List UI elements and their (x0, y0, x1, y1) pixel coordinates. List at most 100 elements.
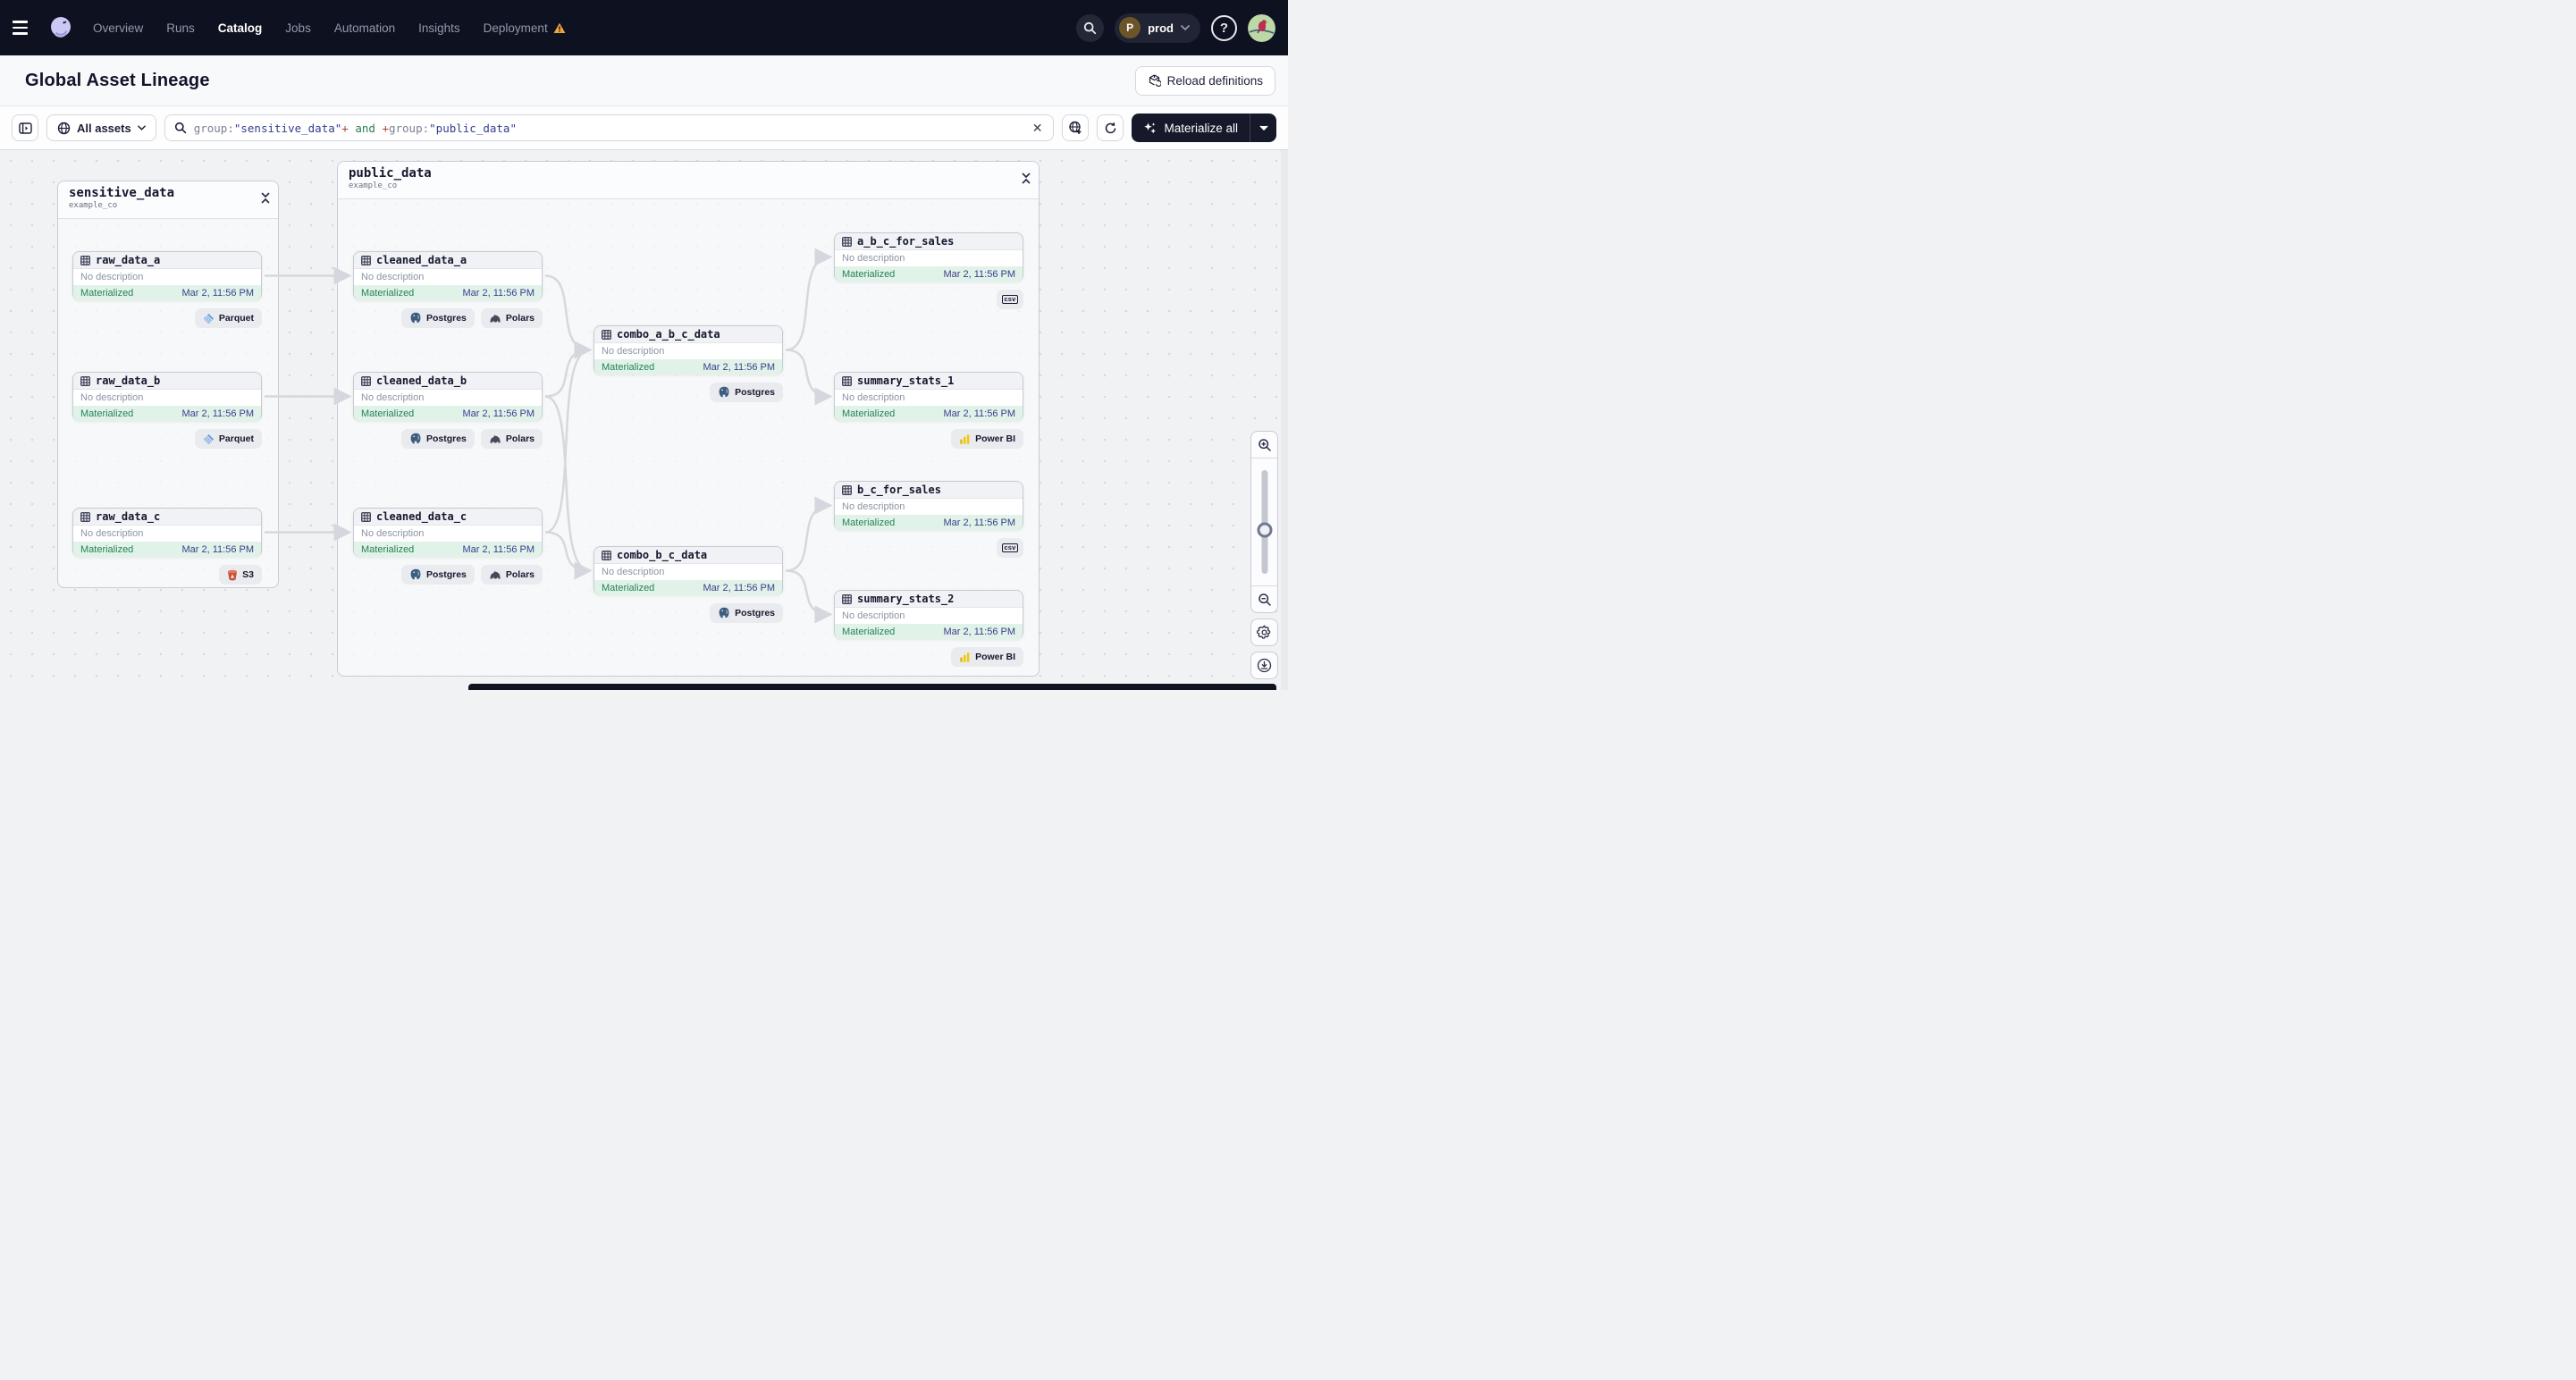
asset-timestamp[interactable]: Mar 2, 11:56 PM (943, 408, 1016, 419)
asset-timestamp[interactable]: Mar 2, 11:56 PM (462, 287, 535, 299)
asset-description: No description (842, 501, 905, 512)
materialize-all-button[interactable]: Materialize all (1132, 122, 1250, 135)
group-subtitle: example_co (349, 181, 398, 190)
group-title: public_data (349, 166, 432, 181)
zoom-slider[interactable] (1251, 459, 1277, 585)
asset-timestamp[interactable]: Mar 2, 11:56 PM (462, 543, 535, 555)
nav-item-deployment[interactable]: Deployment (484, 21, 566, 35)
nav-item-jobs[interactable]: Jobs (285, 21, 311, 35)
asset-timestamp[interactable]: Mar 2, 11:56 PM (943, 517, 1016, 528)
clear-search-icon[interactable]: ✕ (1031, 120, 1043, 135)
toggle-sidebar-button[interactable] (12, 114, 38, 141)
asset-description: No description (842, 610, 905, 621)
asset-name-row: cleaned_data_b (354, 373, 542, 390)
asset-timestamp[interactable]: Mar 2, 11:56 PM (462, 408, 535, 419)
asset-node-b_c_for_sales[interactable]: b_c_for_sales No description Materialize… (834, 481, 1023, 530)
search-icon (174, 122, 186, 134)
asset-node-a_b_c_for_sales[interactable]: a_b_c_for_sales No description Materiali… (834, 232, 1023, 282)
asset-name-row: raw_data_a (73, 252, 261, 269)
asset-timestamp[interactable]: Mar 2, 11:56 PM (181, 287, 255, 299)
download-graph-button[interactable] (1250, 652, 1278, 679)
asset-search-input[interactable]: group:"sensitive_data"+ and +group:"publ… (164, 114, 1055, 141)
asset-timestamp[interactable]: Mar 2, 11:56 PM (703, 582, 776, 593)
nav-item-automation[interactable]: Automation (333, 21, 396, 35)
badge-s3: S3 (219, 565, 262, 585)
badge-label: Polars (505, 433, 535, 444)
collapse-group-button[interactable] (1022, 172, 1031, 189)
asset-status: Materialized (842, 268, 896, 280)
user-avatar[interactable] (1248, 13, 1275, 42)
help-icon[interactable]: ? (1211, 14, 1237, 41)
materialize-all-label: Materialize all (1164, 121, 1238, 135)
vertical-scrollbar[interactable] (1281, 150, 1288, 690)
badge-label: Postgres (735, 387, 775, 398)
asset-timestamp[interactable]: Mar 2, 11:56 PM (181, 408, 255, 419)
bottom-drawer-edge[interactable] (468, 684, 1276, 690)
nav-item-overview[interactable]: Overview (93, 21, 144, 35)
asset-node-summary_stats_1[interactable]: summary_stats_1 No description Materiali… (834, 372, 1023, 421)
postgres-icon (719, 386, 729, 398)
asset-status-row: Materialized Mar 2, 11:56 PM (354, 406, 542, 421)
asset-status-row: Materialized Mar 2, 11:56 PM (835, 515, 1023, 530)
asset-badges-raw_data_a: Parquet (72, 308, 262, 328)
asset-name-row: combo_b_c_data (594, 547, 782, 564)
group-header[interactable]: sensitive_data example_co (58, 181, 278, 219)
asset-status-row: Materialized Mar 2, 11:56 PM (354, 542, 542, 557)
globe-icon (57, 122, 71, 134)
asset-timestamp[interactable]: Mar 2, 11:56 PM (703, 361, 776, 373)
badge-label: Power BI (975, 433, 1015, 444)
asset-node-combo_b_c_data[interactable]: combo_b_c_data No description Materializ… (593, 546, 783, 595)
asset-timestamp[interactable]: Mar 2, 11:56 PM (943, 626, 1016, 637)
table-icon (361, 375, 371, 386)
asset-name-row: summary_stats_1 (835, 373, 1023, 390)
asset-node-summary_stats_2[interactable]: summary_stats_2 No description Materiali… (834, 590, 1023, 639)
asset-status: Materialized (602, 361, 655, 373)
polars-icon (490, 435, 501, 443)
hamburger-menu-icon[interactable] (13, 14, 39, 41)
top-navigation-bar: Overview Runs Catalog Jobs Automation Insight… (0, 0, 1288, 55)
asset-name-row: a_b_c_for_sales (835, 233, 1023, 250)
deployment-switcher[interactable]: P prod (1115, 13, 1200, 43)
asset-name: summary_stats_2 (857, 593, 955, 605)
asset-status-row: Materialized Mar 2, 11:56 PM (594, 359, 782, 374)
asset-timestamp[interactable]: Mar 2, 11:56 PM (943, 268, 1016, 280)
badge-label: Postgres (425, 313, 467, 324)
asset-timestamp[interactable]: Mar 2, 11:56 PM (181, 543, 255, 555)
asset-status: Materialized (842, 517, 896, 528)
materialize-options-caret[interactable] (1250, 114, 1276, 142)
collapse-group-button[interactable] (261, 192, 270, 208)
asset-node-cleaned_data_a[interactable]: cleaned_data_a No description Materializ… (353, 251, 543, 300)
zoom-slider-handle[interactable] (1257, 522, 1272, 538)
asset-node-raw_data_c[interactable]: raw_data_c No description Materialized M… (72, 508, 262, 557)
badge-polars: Polars (480, 308, 543, 328)
group-header[interactable]: public_data example_co (338, 162, 1039, 199)
asset-node-cleaned_data_c[interactable]: cleaned_data_c No description Materializ… (353, 508, 543, 557)
nav-item-runs[interactable]: Runs (166, 21, 195, 35)
nav-item-catalog[interactable]: Catalog (217, 21, 263, 35)
new-asset-selection-button[interactable] (1062, 114, 1090, 141)
asset-node-raw_data_b[interactable]: raw_data_b No description Materialized M… (72, 372, 262, 421)
asset-scope-dropdown[interactable]: All assets (46, 114, 156, 141)
nav-item-insights[interactable]: Insights (418, 21, 460, 35)
asset-badges-raw_data_b: Parquet (72, 429, 262, 449)
search-query-text: group:"sensitive_data"+ and +group:"publ… (194, 122, 1023, 135)
page-header: Global Asset Lineage Reload definitions (0, 55, 1288, 106)
postgres-icon (410, 568, 421, 580)
asset-node-cleaned_data_b[interactable]: cleaned_data_b No description Materializ… (353, 372, 543, 421)
zoom-out-button[interactable] (1251, 585, 1277, 612)
lineage-graph-canvas[interactable]: sensitive_data example_co public_data ex… (0, 150, 1288, 690)
asset-node-raw_data_a[interactable]: raw_data_a No description Materialized M… (72, 251, 262, 300)
asset-status-row: Materialized Mar 2, 11:56 PM (73, 285, 261, 300)
zoom-in-button[interactable] (1251, 432, 1277, 459)
power-bi-icon (960, 652, 970, 662)
asset-status-row: Materialized Mar 2, 11:56 PM (594, 580, 782, 595)
refresh-button[interactable] (1097, 114, 1124, 141)
asset-node-combo_a_b_c_data[interactable]: combo_a_b_c_data No description Material… (593, 325, 783, 374)
graph-settings-button[interactable] (1250, 618, 1278, 646)
asset-status: Materialized (80, 408, 134, 419)
reload-definitions-button[interactable]: Reload definitions (1134, 65, 1275, 96)
asset-name: raw_data_b (96, 374, 161, 387)
badge-label: Parquet (218, 433, 254, 444)
table-icon (842, 236, 852, 247)
search-icon[interactable] (1076, 13, 1105, 42)
